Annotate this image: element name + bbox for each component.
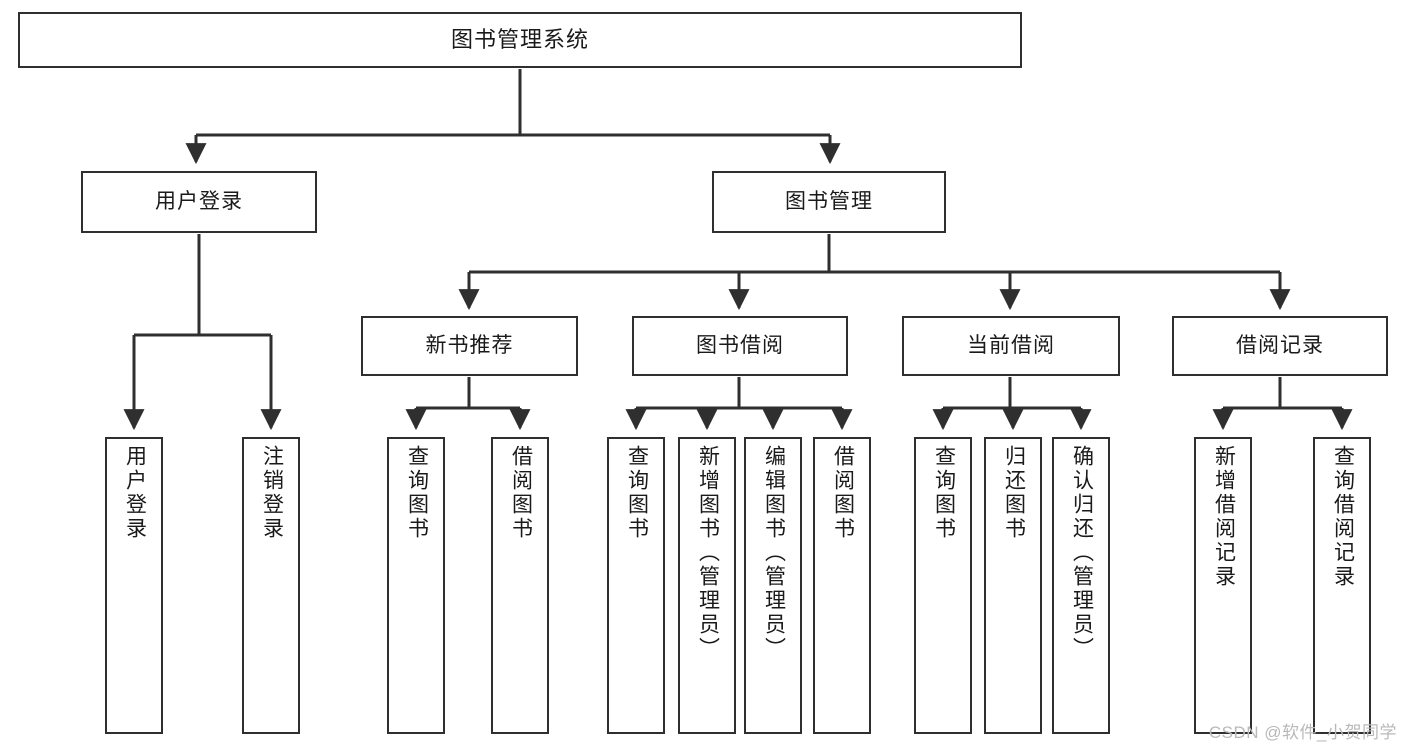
node-leaf-query-record[interactable]: 查询借阅记录	[1313, 437, 1371, 734]
node-leaf-return-book[interactable]: 归还图书	[984, 437, 1042, 734]
node-leaf-confirm-return-label: 确认归还（管理员）	[1070, 445, 1094, 661]
node-leaf-logout-label: 注销登录	[260, 445, 284, 541]
node-current-borrow[interactable]: 当前借阅	[902, 316, 1120, 376]
node-book-borrow-label: 图书借阅	[696, 334, 784, 358]
node-borrow-record-label: 借阅记录	[1236, 334, 1324, 358]
node-user-login[interactable]: 用户登录	[81, 171, 317, 233]
node-leaf-query-record-label: 查询借阅记录	[1331, 445, 1355, 589]
node-leaf-edit-book-label: 编辑图书（管理员）	[762, 445, 786, 661]
node-leaf-add-book[interactable]: 新增图书（管理员）	[678, 437, 736, 734]
node-new-book-rec-label: 新书推荐	[425, 334, 514, 358]
node-leaf-query-book-3[interactable]: 查询图书	[914, 437, 972, 734]
node-leaf-user-login[interactable]: 用户登录	[105, 437, 163, 734]
node-leaf-user-login-label: 用户登录	[123, 445, 147, 541]
node-book-manage[interactable]: 图书管理	[712, 171, 946, 233]
node-leaf-borrow-book-1-label: 借阅图书	[509, 445, 533, 541]
csdn-watermark: CSDN @软件_小贺同学	[1208, 723, 1397, 742]
node-leaf-query-book-2[interactable]: 查询图书	[607, 437, 665, 734]
node-leaf-add-record-label: 新增借阅记录	[1212, 445, 1236, 589]
node-leaf-borrow-book-2[interactable]: 借阅图书	[813, 437, 871, 734]
node-new-book-rec[interactable]: 新书推荐	[361, 316, 578, 376]
node-root[interactable]: 图书管理系统	[18, 12, 1022, 68]
node-leaf-query-book-1-label: 查询图书	[405, 445, 429, 541]
node-root-label: 图书管理系统	[450, 27, 589, 53]
node-leaf-query-book-1[interactable]: 查询图书	[387, 437, 445, 734]
node-leaf-borrow-book-1[interactable]: 借阅图书	[491, 437, 549, 734]
node-leaf-edit-book[interactable]: 编辑图书（管理员）	[744, 437, 802, 734]
node-book-borrow[interactable]: 图书借阅	[632, 316, 848, 376]
node-leaf-confirm-return[interactable]: 确认归还（管理员）	[1052, 437, 1110, 734]
node-leaf-logout[interactable]: 注销登录	[242, 437, 300, 734]
node-borrow-record[interactable]: 借阅记录	[1172, 316, 1388, 376]
node-current-borrow-label: 当前借阅	[967, 334, 1055, 358]
node-user-login-label: 用户登录	[155, 190, 243, 214]
node-leaf-add-book-label: 新增图书（管理员）	[696, 445, 720, 661]
node-book-manage-label: 图书管理	[785, 190, 873, 214]
node-leaf-borrow-book-2-label: 借阅图书	[831, 445, 855, 541]
node-leaf-add-record[interactable]: 新增借阅记录	[1194, 437, 1252, 734]
node-leaf-query-book-3-label: 查询图书	[932, 445, 956, 541]
node-leaf-query-book-2-label: 查询图书	[625, 445, 649, 541]
node-leaf-return-book-label: 归还图书	[1002, 445, 1026, 541]
